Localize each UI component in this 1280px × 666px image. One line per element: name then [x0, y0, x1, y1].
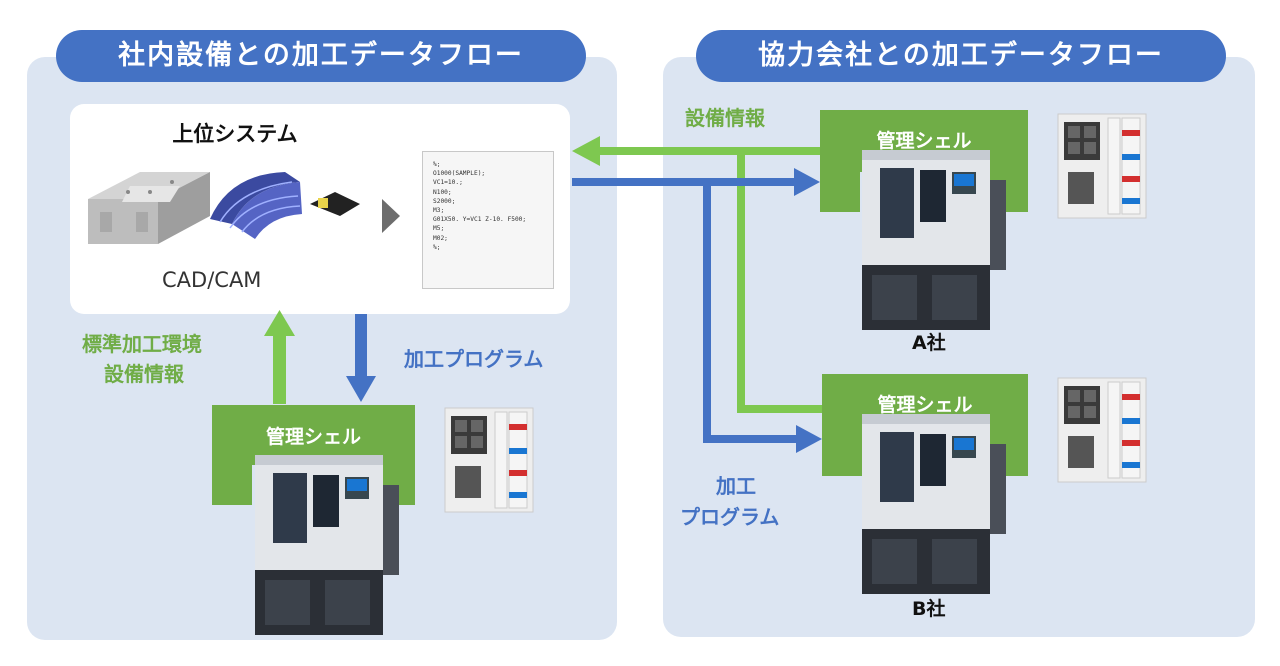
nc-code-sheet: %; O1000(SAMPLE); VC1=10.; N100; S2000; … — [422, 151, 554, 289]
code-line: %; — [433, 243, 441, 251]
upper-system-box: 上位システム CAD/CAM %; O1000(SAMPLE); VC1=10.… — [70, 104, 570, 314]
code-line: %; — [433, 161, 441, 168]
code-line: M3; — [433, 207, 445, 215]
company-b-label: B社 — [912, 598, 946, 620]
code-line: S2000; — [433, 197, 456, 205]
company-a-label: A社 — [912, 332, 946, 354]
upper-system-title: 上位システム — [172, 122, 298, 146]
left-panel-title: 社内設備との加工データフロー — [56, 30, 586, 82]
code-line: G01X50. Y=VC1 Z-10. F500; — [433, 216, 527, 224]
code-line: N100; — [433, 188, 452, 196]
cad-cam-graphics — [88, 172, 400, 244]
code-line: M5; — [433, 225, 445, 233]
label-standard-env: 標準加工環境 — [82, 332, 202, 356]
label-machining-program-left: 加工プログラム — [404, 347, 544, 371]
shell-label-b: 管理シェル — [877, 394, 973, 416]
right-panel-title: 協力会社との加工データフロー — [696, 30, 1226, 82]
label-equipment-info-left: 設備情報 — [104, 362, 184, 386]
shell-label-a: 管理シェル — [876, 130, 972, 152]
cad-cam-label: CAD/CAM — [162, 268, 262, 292]
code-line: O1000(SAMPLE); — [433, 170, 486, 178]
code-line: VC1=10.; — [433, 179, 463, 187]
label-equipment-info-right: 設備情報 — [685, 106, 765, 130]
label-program: プログラム — [680, 505, 780, 529]
label-machining: 加工 — [716, 474, 756, 498]
shell-label-left: 管理シェル — [265, 426, 361, 448]
code-line: M02; — [433, 234, 448, 242]
